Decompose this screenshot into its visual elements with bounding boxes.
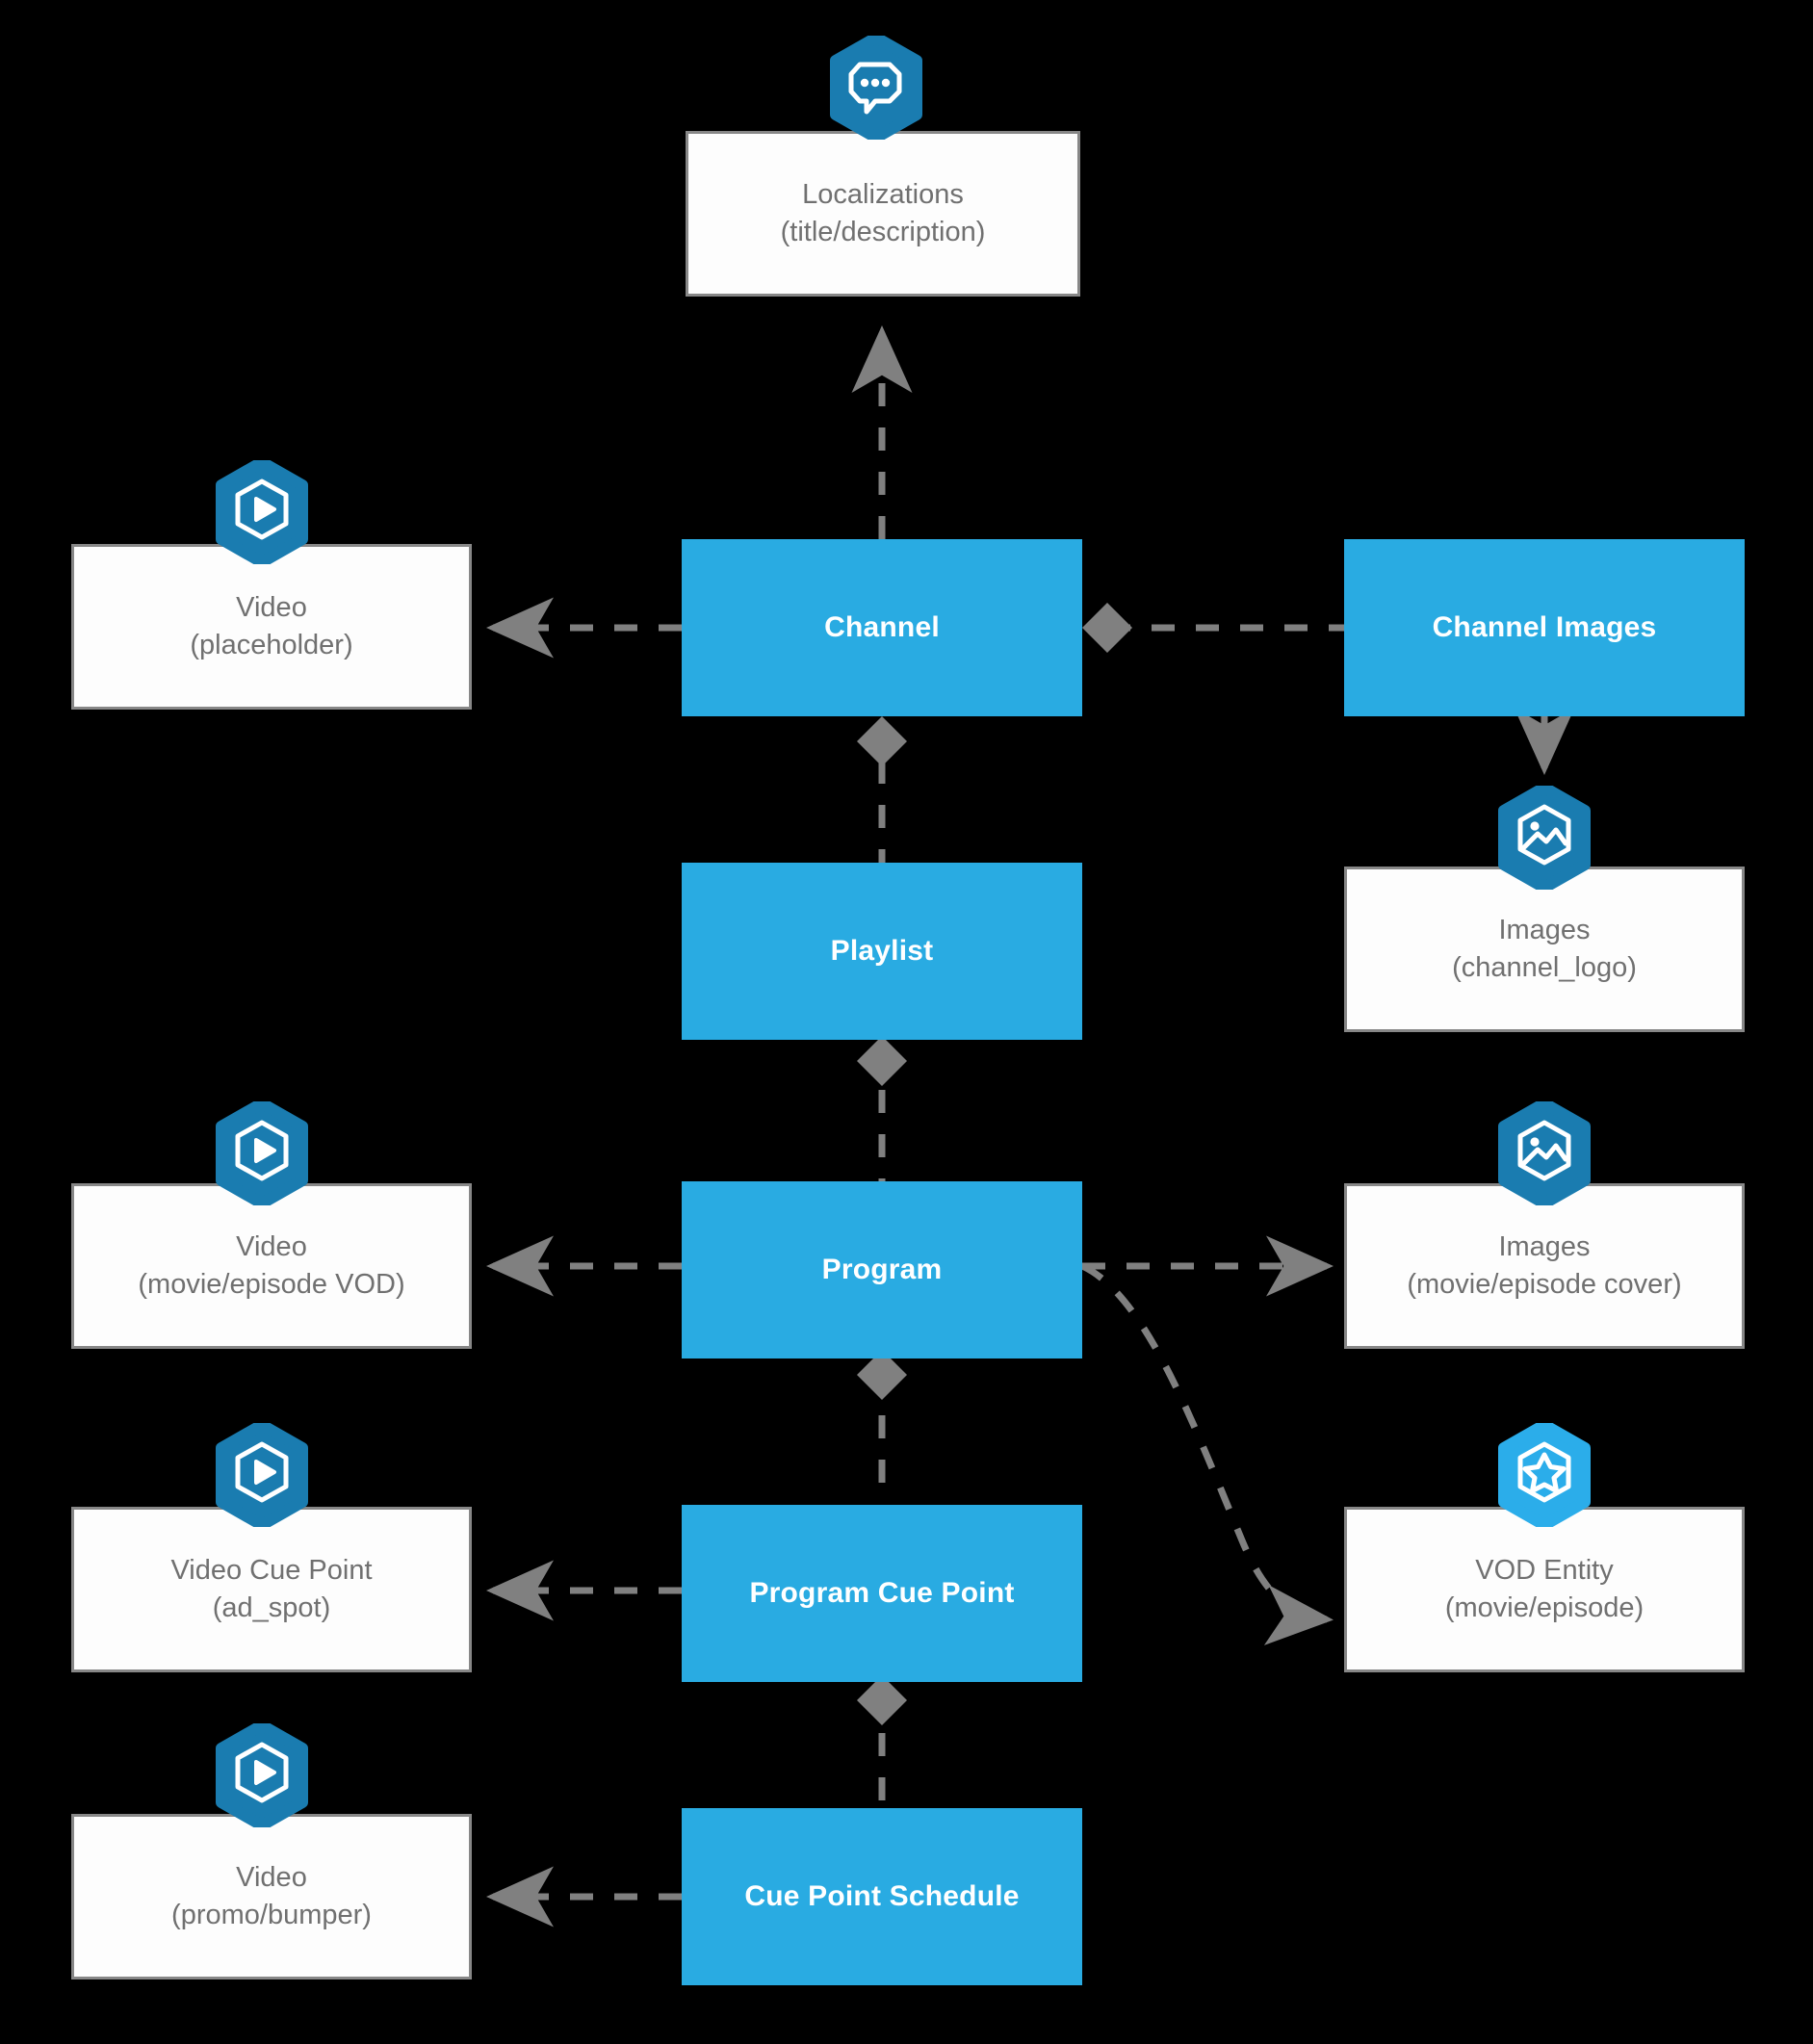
node-channel[interactable]: Channel [682,539,1082,716]
node-playlist[interactable]: Playlist [682,863,1082,1040]
node-label-line1: Playlist [830,935,934,967]
node-label-line1: Video [236,1862,307,1894]
node-label-line2: (ad_spot) [212,1592,331,1623]
video-play-icon [216,1723,308,1827]
node-label-line2: (movie/episode) [1444,1592,1645,1623]
node-label-line1: Cue Point Schedule [744,1880,1020,1912]
node-label-line2: (placeholder) [190,630,353,660]
node-label-line1: Video [236,592,307,624]
node-video-cue-point[interactable]: Video Cue Point (ad_spot) [71,1507,472,1672]
node-label-line1: Localizations [802,179,964,211]
video-play-icon [216,460,308,564]
node-program[interactable]: Program [682,1181,1082,1358]
speech-bubble-icon [830,36,922,140]
image-picture-icon [1498,786,1591,890]
edge-program-program-cue-point [857,1350,907,1504]
node-vod-entity[interactable]: VOD Entity (movie/episode) [1344,1507,1745,1672]
image-picture-icon [1498,1101,1591,1205]
node-label-line2: (channel_logo) [1452,952,1637,983]
node-label-line1: Channel [824,611,940,643]
edge-channel-channel-images [1082,603,1344,653]
node-label-line1: Video [236,1231,307,1263]
node-label-line1: Channel Images [1432,611,1657,643]
node-label-line1: Program Cue Point [749,1577,1015,1609]
node-label-line1: Video Cue Point [170,1555,373,1587]
edge-channel-playlist [857,716,907,867]
node-label-line2: (title/description) [780,217,986,247]
star-badge-icon [1498,1423,1591,1527]
node-label-line2: (movie/episode cover) [1407,1269,1682,1300]
node-program-cue-point[interactable]: Program Cue Point [682,1505,1082,1682]
node-video-promo-bumper[interactable]: Video (promo/bumper) [71,1814,472,1979]
node-cue-point-schedule[interactable]: Cue Point Schedule [682,1808,1082,1985]
node-images-channel-logo[interactable]: Images (channel_logo) [1344,867,1745,1032]
composition-diamond [857,1036,907,1086]
video-play-icon [216,1423,308,1527]
video-play-icon [216,1101,308,1205]
node-label-line1: Images [1498,915,1591,946]
node-label-line1: VOD Entity [1475,1555,1614,1587]
node-label-line1: Images [1498,1231,1591,1263]
node-channel-images[interactable]: Channel Images [1344,539,1745,716]
node-localizations[interactable]: Localizations (title/description) [686,131,1080,297]
edge-program-vod-entity [1080,1262,1334,1645]
node-video-movie-episode-vod[interactable]: Video (movie/episode VOD) [71,1183,472,1349]
node-label-line1: Program [821,1254,943,1285]
composition-diamond [857,1675,907,1725]
composition-diamond [1082,603,1132,653]
node-images-movie-episode-cover[interactable]: Images (movie/episode cover) [1344,1183,1745,1349]
node-video-placeholder[interactable]: Video (placeholder) [71,544,472,710]
node-label-line2: (movie/episode VOD) [138,1269,405,1300]
composition-diamond [857,716,907,766]
node-label-line2: (promo/bumper) [171,1900,372,1930]
